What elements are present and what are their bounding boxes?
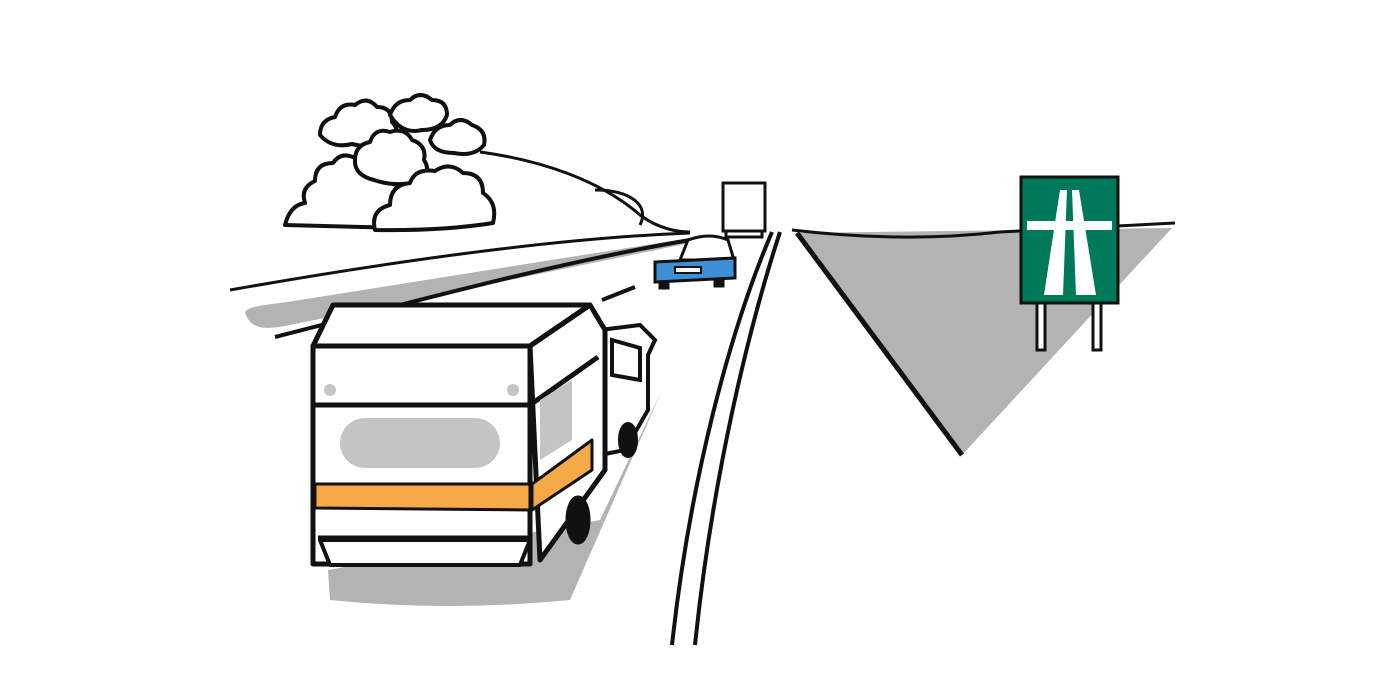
motorway-sign-icon <box>1019 175 1120 352</box>
hill-line-2 <box>594 188 645 226</box>
left-road-edge-outer <box>229 231 691 292</box>
right-median-edge <box>794 231 965 457</box>
lane-dash <box>601 285 636 302</box>
bushes-icon <box>283 93 497 233</box>
car-icon <box>653 234 737 290</box>
hill-line <box>479 150 691 234</box>
horizon-line <box>791 221 1176 239</box>
caravan-icon <box>310 302 608 567</box>
centre-line-left <box>670 231 774 646</box>
tow-car-icon <box>598 322 658 458</box>
centre-line-right <box>693 231 782 646</box>
caravan-shadow <box>328 390 662 606</box>
truck-icon <box>721 181 767 239</box>
